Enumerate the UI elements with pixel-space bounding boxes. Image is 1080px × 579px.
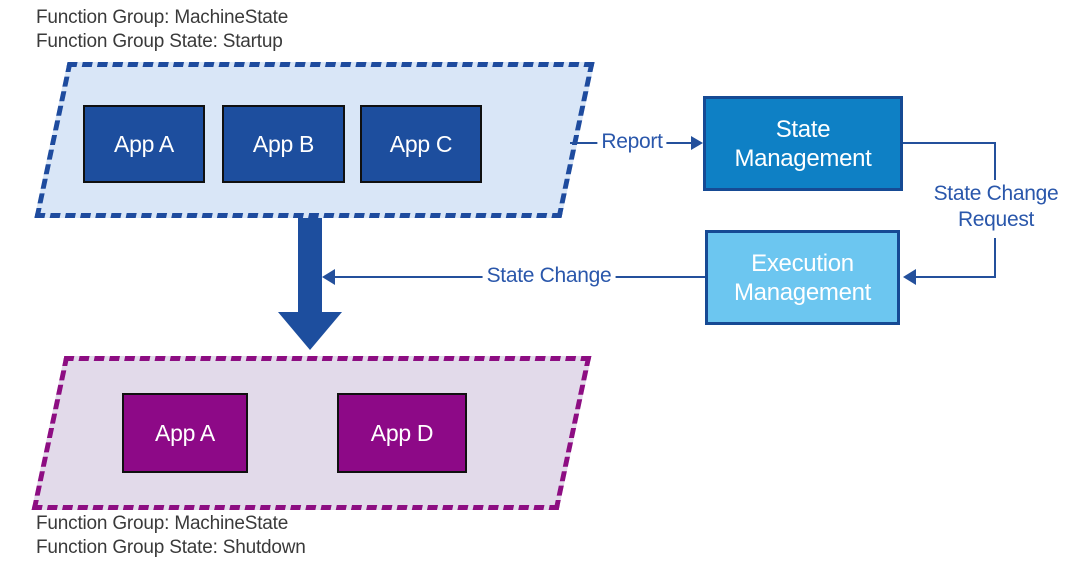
state-management-label: State Management (734, 115, 872, 172)
report-label: Report (597, 130, 667, 154)
app-a-bottom-box: App A (122, 393, 248, 473)
app-c-label: App C (389, 130, 453, 157)
state-change-request-line-top (903, 142, 996, 144)
state-change-label: State Change (482, 264, 616, 288)
state-change-request-line-bottom (914, 276, 996, 278)
state-change-arrowhead-icon (322, 269, 335, 285)
state-management-box: State Management (703, 96, 903, 191)
app-b-box: App B (222, 105, 345, 183)
bottom-function-group-line: Function Group: MachineState (36, 513, 289, 534)
bottom-function-group-shape (31, 356, 592, 510)
app-a-top-label: App A (114, 130, 174, 157)
top-function-group-caption: Function Group: MachineState Function Gr… (36, 6, 288, 54)
state-change-request-arrowhead-icon (903, 269, 916, 285)
app-a-bottom-label: App A (155, 419, 215, 446)
state-change-request-label: State Change Request (933, 182, 1059, 231)
app-d-box: App D (337, 393, 467, 473)
app-b-label: App B (252, 130, 315, 157)
bottom-function-group-caption: Function Group: MachineState Function Gr… (36, 512, 306, 560)
app-d-label: App D (370, 419, 434, 446)
state-change-request-line-down2 (994, 238, 996, 277)
execution-management-box: Execution Management (705, 230, 900, 325)
app-c-box: App C (360, 105, 482, 183)
top-function-group-line: Function Group: MachineState (36, 7, 289, 28)
state-transition-arrow-head-icon (278, 312, 342, 350)
state-transition-arrow-shaft (298, 218, 322, 314)
report-arrowhead-icon (691, 136, 703, 150)
execution-management-label: Execution Management (733, 249, 872, 306)
top-function-group-state-line: Function Group State: Startup (36, 31, 283, 52)
app-a-top-box: App A (83, 105, 205, 183)
bottom-function-group-state-line: Function Group State: Shutdown (36, 537, 306, 558)
state-change-request-line-down1 (994, 142, 996, 180)
